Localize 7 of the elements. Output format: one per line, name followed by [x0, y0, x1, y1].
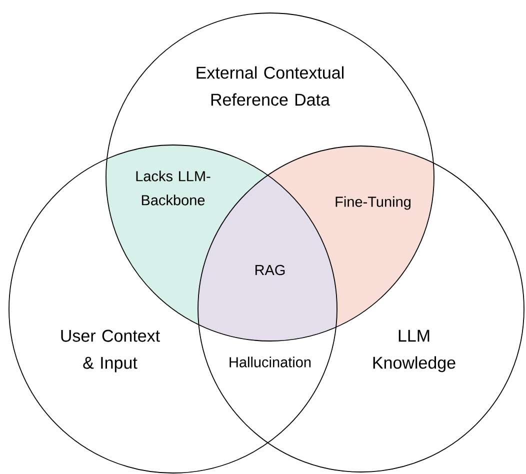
circle-label: LLM Knowledge [373, 330, 456, 372]
circle-label: External Contextual Reference Data [196, 66, 344, 106]
region-label: RAG [255, 264, 285, 276]
region-label: Hallucination [230, 356, 311, 368]
region-label: Lacks LLM-Backbone [136, 170, 210, 206]
region-label: Fine-Tuning [336, 196, 410, 210]
circle-label: User Context & Input [61, 330, 160, 372]
